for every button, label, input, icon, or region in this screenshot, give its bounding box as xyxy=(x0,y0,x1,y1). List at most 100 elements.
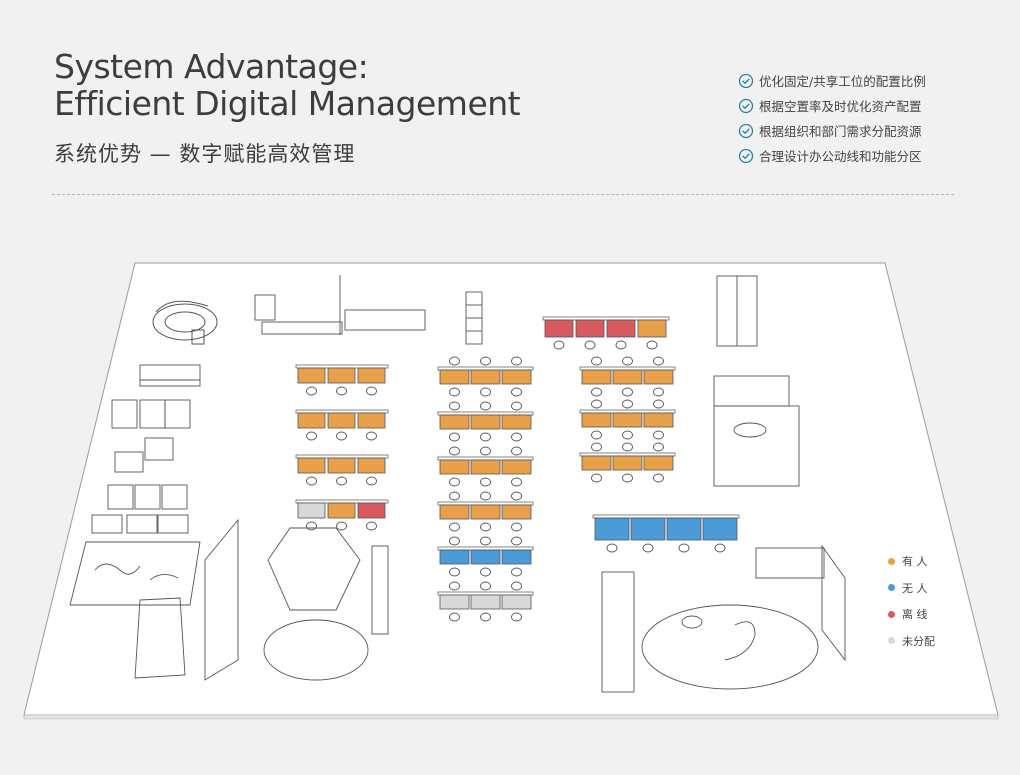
page-title: System Advantage: Efficient Digital Mana… xyxy=(54,48,521,122)
desk-vacant[interactable] xyxy=(594,517,630,541)
center-meeting-pod xyxy=(263,527,389,681)
left-workstations xyxy=(91,364,201,534)
dashed-divider xyxy=(52,194,954,195)
desk-occupied[interactable] xyxy=(501,369,532,385)
feature-text: 优化固定/共享工位的配置比例 xyxy=(759,74,926,89)
chair xyxy=(653,399,664,409)
chair xyxy=(480,612,491,622)
desk-vacant[interactable] xyxy=(630,517,666,541)
desk-occupied[interactable] xyxy=(637,319,667,338)
desk-occupied[interactable] xyxy=(612,369,643,385)
desk-unassigned[interactable] xyxy=(470,594,501,610)
desk-vacant[interactable] xyxy=(666,517,702,541)
chair xyxy=(511,432,522,442)
chair xyxy=(622,399,633,409)
bottom-left-lounge xyxy=(69,518,239,681)
desk-occupied[interactable] xyxy=(501,459,532,475)
desk-occupied[interactable] xyxy=(501,414,532,430)
desk-occupied[interactable] xyxy=(470,414,501,430)
chair xyxy=(511,491,522,501)
desk-occupied[interactable] xyxy=(357,367,386,384)
feature-text: 合理设计办公动线和功能分区 xyxy=(759,149,922,164)
desk-offline[interactable] xyxy=(606,319,636,338)
chair xyxy=(622,356,633,366)
chair xyxy=(336,521,347,531)
desk-occupied[interactable] xyxy=(439,504,470,520)
desk-occupied[interactable] xyxy=(470,459,501,475)
desk-occupied[interactable] xyxy=(501,504,532,520)
desk-screen xyxy=(295,454,389,459)
chair xyxy=(366,476,377,486)
desk-occupied[interactable] xyxy=(643,412,674,428)
desk-offline[interactable] xyxy=(357,502,386,519)
check-circle-icon xyxy=(738,98,754,113)
desk-unassigned[interactable] xyxy=(439,594,470,610)
chair xyxy=(480,432,491,442)
desk-offline[interactable] xyxy=(575,319,605,338)
check-circle-icon xyxy=(738,148,754,163)
legend-item-unassigned: 未分配 xyxy=(888,628,935,655)
desk-unassigned[interactable] xyxy=(501,594,532,610)
desk-occupied[interactable] xyxy=(297,367,326,384)
chair xyxy=(480,567,491,577)
desk-screen xyxy=(437,546,534,551)
chair xyxy=(511,567,522,577)
chair xyxy=(449,432,460,442)
desk-occupied[interactable] xyxy=(439,459,470,475)
desk-occupied[interactable] xyxy=(327,412,356,429)
legend-label: 离 线 xyxy=(902,608,928,622)
desk-screen xyxy=(579,366,676,371)
desk-vacant[interactable] xyxy=(439,549,470,565)
chair xyxy=(653,387,664,397)
desk-occupied[interactable] xyxy=(439,369,470,385)
desk-occupied[interactable] xyxy=(327,367,356,384)
desk-occupied[interactable] xyxy=(327,502,356,519)
desk-occupied[interactable] xyxy=(470,504,501,520)
desk-offline[interactable] xyxy=(544,319,574,338)
chair xyxy=(449,446,460,456)
desk-occupied[interactable] xyxy=(470,369,501,385)
center-shelf xyxy=(465,291,483,345)
desk-occupied[interactable] xyxy=(357,457,386,474)
chair xyxy=(306,476,317,486)
feature-item: 优化固定/共享工位的配置比例 xyxy=(738,68,926,93)
chair xyxy=(449,536,460,546)
desk-occupied[interactable] xyxy=(297,457,326,474)
legend-item-offline: 离 线 xyxy=(888,601,935,628)
desk-occupied[interactable] xyxy=(439,414,470,430)
chair xyxy=(449,491,460,501)
chair xyxy=(366,431,377,441)
desk-occupied[interactable] xyxy=(643,369,674,385)
desk-vacant[interactable] xyxy=(470,549,501,565)
top-benching xyxy=(254,275,426,335)
desk-screen xyxy=(592,514,740,519)
floor-slab xyxy=(23,262,999,716)
floor-slab-edge xyxy=(23,714,999,720)
desk-occupied[interactable] xyxy=(581,412,612,428)
chair xyxy=(449,581,460,591)
desk-occupied[interactable] xyxy=(357,412,386,429)
desk-occupied[interactable] xyxy=(581,455,612,471)
chair xyxy=(306,386,317,396)
desk-occupied[interactable] xyxy=(643,455,674,471)
feature-list: 优化固定/共享工位的配置比例 根据空置率及时优化资产配置 根据组织和部门需求分配… xyxy=(738,68,926,168)
desk-vacant[interactable] xyxy=(702,517,738,541)
desk-occupied[interactable] xyxy=(612,455,643,471)
desk-unassigned[interactable] xyxy=(297,502,326,519)
desk-occupied[interactable] xyxy=(297,412,326,429)
desk-occupied[interactable] xyxy=(327,457,356,474)
desk-occupied[interactable] xyxy=(612,412,643,428)
chair xyxy=(480,522,491,532)
chair xyxy=(591,356,602,366)
chair xyxy=(366,521,377,531)
chair xyxy=(511,356,522,366)
chair xyxy=(480,387,491,397)
check-circle-icon xyxy=(738,123,754,138)
chair xyxy=(480,401,491,411)
legend-label: 未分配 xyxy=(902,634,935,648)
chair xyxy=(511,401,522,411)
chair xyxy=(591,473,602,483)
desk-occupied[interactable] xyxy=(581,369,612,385)
desk-vacant[interactable] xyxy=(501,549,532,565)
chair xyxy=(584,340,596,350)
